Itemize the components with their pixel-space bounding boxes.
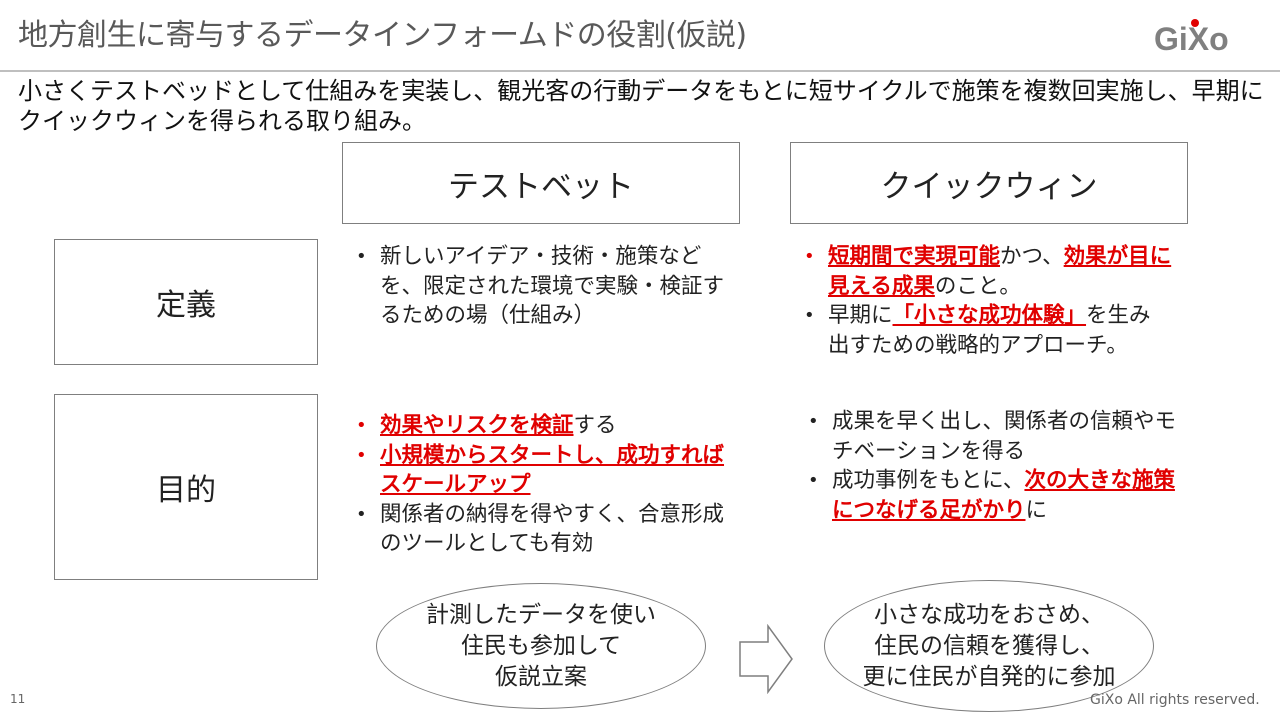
bullet-dot-icon: • [804,305,815,326]
row-header-definition-label: 定義 [156,288,216,323]
logo-text: GiXo [1154,21,1229,57]
page-number: 11 [10,692,26,706]
right-arrow-icon [739,624,793,694]
row-header-definition: 定義 [54,239,318,365]
copyright: GiXo All rights reserved. [1090,692,1260,708]
intro-text: 小さくテストベッドとして仕組みを実装し、観光客の行動データをもとに短サイクルで施… [18,77,1264,135]
column-header-testbed: テストベット [342,142,740,224]
bullet-item: •成果を早く出し、関係者の信頼やモチベーションを得る [808,409,1177,464]
column-header-testbed-label: テストベット [448,168,634,205]
ellipse-left-hypothesis: 計測したデータを使い 住民も参加して 仮説立案 [376,583,706,709]
bullet-item: •早期に「小さな成功体験」を生み出すための戦略的アプローチ。 [804,303,1151,358]
gixo-logo: GiXo [1154,19,1229,57]
bullet-dot-icon: • [356,246,367,267]
column-header-quickwin: クイックウィン [790,142,1188,224]
bullet-item: •成功事例をもとに、次の大きな施策につなげる足がかりに [808,468,1175,523]
bullet-item: •短期間で実現可能かつ、効果が目に見える成果のこと。 [804,244,1172,299]
bullet-item: •小規模からスタートし、成功すればスケールアップ [356,442,725,498]
bullet-dot-icon: • [808,411,819,432]
cell-purpose-quickwin: •成果を早く出し、関係者の信頼やモチベーションを得る •成功事例をもとに、次の大… [804,407,1176,525]
bullet-item: •関係者の納得を得やすく、合意形成のツールとしても有効 [356,501,725,557]
logo-dot-icon [1191,19,1199,27]
cell-definition-testbed: •新しいアイデア・技術・施策などを、限定された環境で実験・検証するための場（仕組… [352,242,724,331]
cell-purpose-testbed: •効果やリスクを検証する •小規模からスタートし、成功すればスケールアップ •関… [352,411,724,559]
bullet-dot-icon: • [356,415,367,436]
cell-definition-quickwin: •短期間で実現可能かつ、効果が目に見える成果のこと。 •早期に「小さな成功体験」… [800,242,1172,360]
row-header-purpose-label: 目的 [156,473,216,508]
bullet-dot-icon: • [356,503,367,525]
bullet-dot-icon: • [804,246,815,267]
column-header-quickwin-label: クイックウィン [880,168,1098,205]
bullet-item: •効果やリスクを検証する [352,411,724,441]
title-divider [0,70,1280,72]
bullet-dot-icon: • [356,444,367,466]
bullet-dot-icon: • [808,470,819,491]
row-header-purpose: 目的 [54,394,318,580]
ellipse-right-result: 小さな成功をおさめ、 住民の信頼を獲得し、 更に住民が自発的に参加 [824,580,1154,712]
page-title: 地方創生に寄与するデータインフォームドの役割(仮説) [18,18,747,53]
bullet-item: •新しいアイデア・技術・施策などを、限定された環境で実験・検証するための場（仕組… [356,244,725,328]
